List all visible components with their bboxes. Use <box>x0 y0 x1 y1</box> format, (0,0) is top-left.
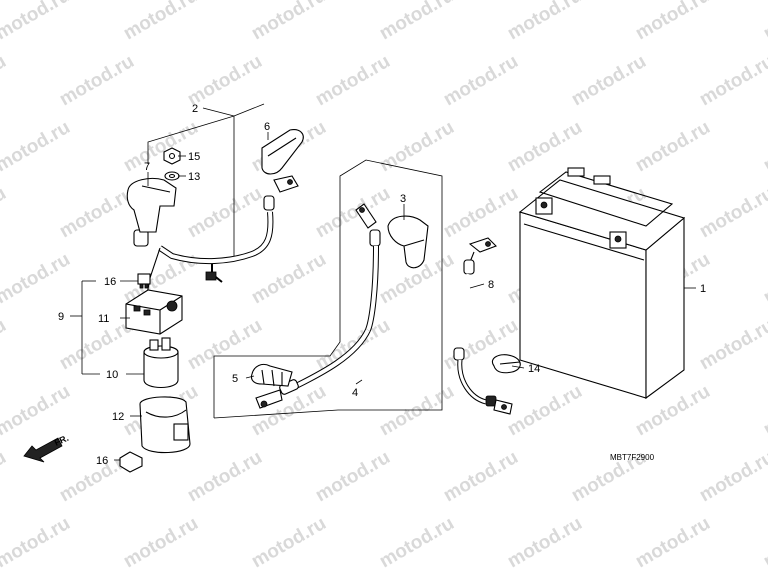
watermark-text: motod.ru <box>376 381 458 440</box>
watermark-text: motod.ru <box>696 51 768 110</box>
watermark-text: motod.ru <box>696 447 768 506</box>
starter-relay-11 <box>125 289 183 335</box>
callout-5: 5 <box>232 373 238 385</box>
callout-labels: 1 2 3 4 5 6 7 8 9 10 11 12 13 14 15 16 1… <box>58 103 706 467</box>
watermark-text: motod.ru <box>440 51 522 110</box>
watermark-text: motod.ru <box>760 117 768 176</box>
relay-cover-12 <box>139 396 191 454</box>
watermark-text: motod.ru <box>248 513 330 572</box>
watermark-text: motod.ru <box>184 51 266 110</box>
relay-cover-7 <box>126 177 177 233</box>
watermark-text: motod.ru <box>760 0 768 44</box>
watermark-text: motod.ru <box>760 381 768 440</box>
watermark-text: motod.ru <box>248 0 330 44</box>
callout-10: 10 <box>106 369 118 381</box>
drawing-code: MBT7F2900 <box>610 453 655 462</box>
watermark-text: motod.ru <box>504 0 586 44</box>
watermark-text: motod.ru <box>312 447 394 506</box>
cable-2-part <box>133 175 299 301</box>
callout-11: 11 <box>98 313 109 325</box>
watermark-text: motod.ru <box>120 0 202 44</box>
fuse-16-spare <box>119 451 143 473</box>
leader-lines <box>70 107 696 461</box>
callout-3: 3 <box>400 193 406 205</box>
watermark-text: motod.ru <box>0 447 10 506</box>
watermark-text: motod.ru <box>0 513 74 572</box>
callout-2: 2 <box>192 103 198 115</box>
callout-6: 6 <box>264 121 270 133</box>
watermark-text: motod.ru <box>568 51 650 110</box>
watermark-text: motod.ru <box>376 117 458 176</box>
relay-switch-10 <box>143 337 179 389</box>
watermark-text: motod.ru <box>0 381 74 440</box>
washer-13 <box>164 171 180 181</box>
watermark-text: motod.ru <box>56 183 138 242</box>
watermark-text: motod.ru <box>504 117 586 176</box>
watermark-text: motod.ru <box>184 447 266 506</box>
watermark-text: motod.ru <box>760 513 768 572</box>
callout-16-lower: 16 <box>96 455 108 467</box>
watermark-text: motod.ru <box>440 183 522 242</box>
front-direction-label: FR. <box>53 433 70 448</box>
callout-4: 4 <box>352 387 358 399</box>
watermark-text: motod.ru <box>56 51 138 110</box>
callout-7: 7 <box>144 161 150 173</box>
fuse-16 <box>137 273 151 289</box>
watermark-text: motod.ru <box>504 381 586 440</box>
watermark-text: motod.ru <box>632 117 714 176</box>
callout-1: 1 <box>700 283 706 295</box>
watermark-text: motod.ru <box>376 0 458 44</box>
watermark-text: motod.ru <box>760 249 768 308</box>
callout-13: 13 <box>188 171 200 183</box>
battery-part <box>518 167 686 400</box>
watermark-text: motod.ru <box>632 513 714 572</box>
watermark-text: motod.ru <box>376 513 458 572</box>
watermark-text: motod.ru <box>0 51 10 110</box>
watermark-text: motod.ru <box>184 183 266 242</box>
watermark-text: motod.ru <box>312 315 394 374</box>
watermark-text: motod.ru <box>120 513 202 572</box>
band-part <box>492 354 521 374</box>
watermark-text: motod.ru <box>696 183 768 242</box>
watermark-text: motod.ru <box>0 183 10 242</box>
watermark-text: motod.ru <box>0 249 74 308</box>
watermark-text: motod.ru <box>632 0 714 44</box>
callout-9: 9 <box>58 311 64 323</box>
negative-cable-part <box>453 237 513 415</box>
watermark-text: motod.ru <box>0 315 10 374</box>
watermark-text: motod.ru <box>504 513 586 572</box>
terminal-cover-5 <box>250 363 293 387</box>
terminal-cover-3 <box>387 215 429 269</box>
watermark-text: motod.ru <box>248 249 330 308</box>
relay-cover-6 <box>261 129 304 175</box>
callout-16-upper: 16 <box>104 276 116 288</box>
watermark-text: motod.ru <box>440 447 522 506</box>
nut-15 <box>163 147 181 165</box>
watermark-text: motod.ru <box>184 315 266 374</box>
callout-14: 14 <box>528 363 540 375</box>
watermark-text: motod.ru <box>440 315 522 374</box>
callout-12: 12 <box>112 411 124 423</box>
watermark-text: motod.ru <box>0 117 74 176</box>
watermark-text: motod.ru <box>120 117 202 176</box>
watermark-text: motod.ru <box>312 51 394 110</box>
callout-8: 8 <box>488 279 494 291</box>
front-direction-icon: FR. <box>23 433 70 463</box>
callout-15: 15 <box>188 151 200 163</box>
watermark-text: motod.ru <box>696 315 768 374</box>
watermark-text: motod.ru <box>312 183 394 242</box>
watermark-text: motod.ru <box>0 0 74 44</box>
positive-cable-part <box>255 203 381 409</box>
